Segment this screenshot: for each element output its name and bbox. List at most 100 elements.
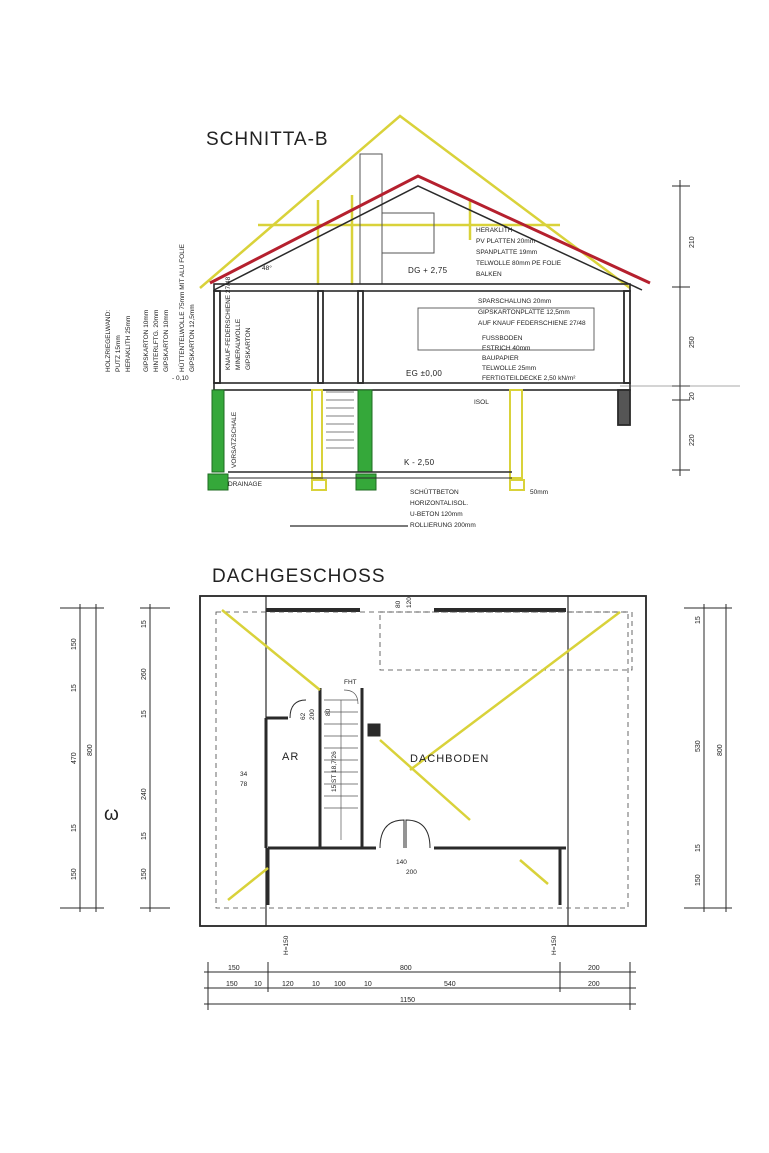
svg-text:200: 200 (406, 869, 417, 876)
plan-right-dims (684, 604, 732, 912)
svg-text:KNAUF-FEDERSCHIENE 27/48: KNAUF-FEDERSCHIENE 27/48 (225, 276, 232, 370)
svg-text:FERTIGTEILDECKE 2,50 kN/m²: FERTIGTEILDECKE 2,50 kN/m² (482, 375, 576, 382)
svg-text:220: 220 (689, 434, 696, 446)
svg-text:120: 120 (406, 597, 413, 608)
svg-text:U-BETON 120mm: U-BETON 120mm (410, 511, 463, 518)
chimney (359, 153, 383, 285)
plan-left-dims (60, 604, 170, 912)
svg-text:530: 530 (695, 740, 702, 752)
plan-stair (324, 689, 359, 840)
level-eg: EG ±0,00 (406, 369, 442, 378)
svg-text:260: 260 (141, 668, 148, 680)
svg-text:AUF KNAUF FEDERSCHIENE 27/48: AUF KNAUF FEDERSCHIENE 27/48 (478, 320, 586, 327)
foundation-notes: SCHÜTTBETON HORIZONTALISOL. U-BETON 120m… (290, 488, 548, 529)
plan-yellow-diagonals (221, 609, 621, 901)
roof-notes: HERAKLITH PV PLATTEN 20mm SPANPLATTE 19m… (476, 227, 562, 278)
svg-text:800: 800 (87, 744, 94, 756)
plan-walls (199, 595, 647, 927)
svg-text:H=150: H=150 (283, 935, 290, 955)
level-left: - 0,10 (172, 375, 189, 382)
svg-text:SPARSCHALUNG 20mm: SPARSCHALUNG 20mm (478, 298, 551, 305)
svg-text:SCHÜTTBETON: SCHÜTTBETON (410, 488, 459, 496)
svg-text:200: 200 (588, 981, 600, 988)
svg-text:HERAKLITH 25mm: HERAKLITH 25mm (125, 316, 132, 372)
svg-text:GIPSKARTON 10mm: GIPSKARTON 10mm (163, 310, 170, 372)
svg-text:PUTZ 15mm: PUTZ 15mm (115, 335, 122, 372)
svg-text:80: 80 (325, 708, 332, 716)
section-drawing: SCHNITTA-B (105, 114, 740, 529)
svg-text:10: 10 (312, 981, 320, 988)
svg-text:HINTERLFTG. 20mm: HINTERLFTG. 20mm (153, 310, 160, 372)
level-keller: K - 2,50 (404, 458, 435, 467)
svg-text:FUSSBODEN: FUSSBODEN (482, 335, 523, 342)
svg-text:80: 80 (395, 600, 402, 608)
room-dachboden: DACHBODEN (410, 753, 489, 765)
svg-text:GIPSKARTON 10mm: GIPSKARTON 10mm (143, 310, 150, 372)
svg-text:15: 15 (141, 620, 148, 628)
groundfloor-walls (213, 290, 631, 426)
svg-text:150: 150 (71, 638, 78, 650)
svg-text:150: 150 (226, 981, 238, 988)
svg-text:34: 34 (240, 771, 248, 778)
ceiling-slab (213, 283, 631, 292)
stair-label: 15 ST 18,7/26 (331, 751, 338, 792)
plan-dashed (215, 611, 633, 909)
level-dg: DG + 2,75 (408, 266, 448, 275)
svg-text:50mm: 50mm (530, 489, 548, 496)
svg-text:150: 150 (141, 868, 148, 880)
svg-text:120: 120 (282, 981, 294, 988)
svg-text:H=150: H=150 (551, 935, 558, 955)
svg-text:HORIZONTALISOL.: HORIZONTALISOL. (410, 500, 468, 507)
svg-text:GIPSKARTON: GIPSKARTON (245, 327, 252, 370)
groundfloor-slab (213, 382, 631, 391)
svg-text:250: 250 (689, 336, 696, 348)
svg-text:15: 15 (71, 684, 78, 692)
svg-text:200: 200 (309, 709, 316, 720)
roof-angle: 48° (262, 264, 272, 272)
svg-text:HOLZRIEGELWAND:: HOLZRIEGELWAND: (105, 310, 112, 372)
basement-wall-label: VORSATZSCHALE (231, 411, 238, 468)
plan-drawing: DACHGESCHOSS (60, 566, 732, 1010)
svg-text:210: 210 (689, 236, 696, 248)
svg-text:140: 140 (396, 859, 407, 866)
footing-label: DRAINAGE (228, 481, 263, 488)
svg-text:100: 100 (334, 981, 346, 988)
svg-text:15: 15 (695, 844, 702, 852)
plan-bottom-dims (204, 962, 636, 1010)
svg-text:200: 200 (588, 965, 600, 972)
svg-text:150: 150 (71, 868, 78, 880)
svg-text:TELWOLLE 80mm PE FOLIE: TELWOLLE 80mm PE FOLIE (476, 260, 562, 267)
svg-text:540: 540 (444, 981, 456, 988)
svg-text:800: 800 (400, 965, 412, 972)
svg-text:800: 800 (717, 744, 724, 756)
svg-text:150: 150 (695, 874, 702, 886)
left-wall-notes: HOLZRIEGELWAND: PUTZ 15mm HERAKLITH 25mm… (105, 243, 196, 372)
svg-text:HERAKLITH: HERAKLITH (476, 227, 513, 234)
north-mark: ω (104, 804, 120, 825)
floor-notes: FUSSBODEN ESTRICH 40mm BAUPAPIER TELWOLL… (482, 335, 576, 382)
svg-text:BALKEN: BALKEN (476, 271, 502, 278)
section-right-dims: 210 250 20 220 (620, 180, 740, 476)
svg-text:ROLLIERUNG 200mm: ROLLIERUNG 200mm (410, 522, 476, 529)
svg-text:240: 240 (141, 788, 148, 800)
svg-text:15: 15 (71, 824, 78, 832)
svg-text:15: 15 (141, 710, 148, 718)
svg-text:62: 62 (300, 712, 307, 720)
room-ar: AR (282, 751, 299, 763)
fht-label: FHT (344, 679, 357, 686)
svg-text:20: 20 (689, 392, 696, 400)
svg-text:SPANPLATTE 19mm: SPANPLATTE 19mm (476, 249, 537, 256)
svg-text:HÜTTENTELWOLLE 75mm MIT ALU FO: HÜTTENTELWOLLE 75mm MIT ALU FOLIE (178, 243, 186, 372)
svg-text:15: 15 (141, 832, 148, 840)
svg-text:MINERALWOLLE: MINERALWOLLE (235, 318, 242, 370)
svg-text:10: 10 (364, 981, 372, 988)
svg-text:10: 10 (254, 981, 262, 988)
ceiling-notes: SPARSCHALUNG 20mm GIPSKARTONPLATTE 12,5m… (478, 298, 586, 327)
svg-text:15: 15 (695, 616, 702, 624)
svg-text:470: 470 (71, 752, 78, 764)
window-sketch (417, 307, 595, 351)
svg-text:TELWOLLE 25mm: TELWOLLE 25mm (482, 365, 536, 372)
svg-text:ESTRICH 40mm: ESTRICH 40mm (482, 345, 530, 352)
section-title: SCHNITTA-B (206, 129, 329, 150)
svg-text:BAUPAPIER: BAUPAPIER (482, 355, 519, 362)
